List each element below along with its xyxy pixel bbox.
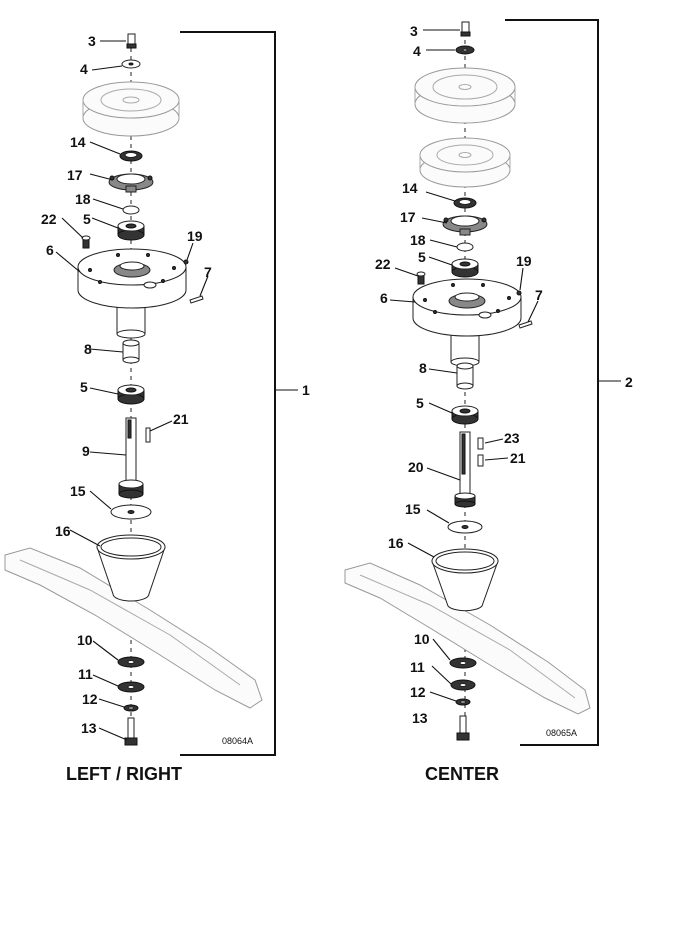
- left-callout: 6: [46, 242, 54, 258]
- left-hub-plate: [108, 173, 154, 193]
- center-drawing-code: 08065A: [546, 728, 577, 738]
- left-caption: LEFT / RIGHT: [66, 764, 182, 784]
- left-callout: 11: [78, 666, 93, 682]
- center-bearing-upper: [451, 258, 479, 278]
- left-spacer-18: [122, 205, 140, 215]
- left-callout: 9: [82, 443, 90, 459]
- center-grease-fitting: [416, 271, 426, 285]
- left-blade-cup: [96, 534, 166, 602]
- center-callout: 10: [414, 631, 430, 647]
- left-bearing-upper: [117, 220, 145, 241]
- center-pin-7: [518, 320, 533, 329]
- center-callout: 18: [410, 232, 426, 248]
- left-callout: 8: [84, 341, 92, 357]
- center-pulley-lower: [419, 137, 511, 188]
- center-bolt-top: [460, 21, 471, 37]
- center-spacer-tube: [456, 362, 474, 390]
- left-callout: 18: [75, 191, 91, 207]
- left-assembly-number: 1: [302, 382, 310, 398]
- left-callout: 4: [80, 61, 88, 77]
- center-callout: 4: [413, 43, 421, 59]
- left-assembly-bracket: [180, 31, 276, 756]
- left-callout: 3: [88, 33, 96, 49]
- center-assembly-number: 2: [625, 374, 633, 390]
- left-callout: 22: [41, 211, 57, 227]
- center-callout: 7: [535, 287, 543, 303]
- center-callout: 23: [504, 430, 520, 446]
- left-spacer-tube: [122, 339, 140, 364]
- left-callout: 12: [82, 691, 98, 707]
- center-spindle-housing: [412, 278, 522, 367]
- left-pulley: [82, 81, 180, 137]
- left-callout: 13: [81, 720, 97, 736]
- center-assembly-bracket: [505, 19, 599, 746]
- center-blade-cup: [431, 548, 499, 612]
- left-callout: 16: [55, 523, 71, 539]
- center-assembly: 2: [344, 19, 633, 784]
- left-bearing-lower: [117, 384, 145, 405]
- left-callout: 21: [173, 411, 189, 427]
- left-pin-7: [189, 295, 204, 304]
- center-pulley-upper: [414, 67, 516, 124]
- center-callout: 13: [412, 710, 428, 726]
- left-blade: [4, 547, 263, 709]
- left-callout: 17: [67, 167, 83, 183]
- center-callout: 5: [418, 249, 426, 265]
- left-spindle-shaft: [118, 417, 144, 499]
- left-callout: 7: [204, 264, 212, 280]
- left-callout: 15: [70, 483, 86, 499]
- left-callout: 19: [187, 228, 203, 244]
- center-callout: 20: [408, 459, 424, 475]
- center-callout: 21: [510, 450, 526, 466]
- left-drawing-code: 08064A: [222, 736, 253, 746]
- left-spindle-housing: [77, 248, 187, 339]
- center-spacer-18: [456, 242, 474, 252]
- center-callout: 8: [419, 360, 427, 376]
- left-callout: 5: [80, 379, 88, 395]
- center-caption: CENTER: [425, 764, 499, 784]
- center-callout: 15: [405, 501, 421, 517]
- left-right-assembly: 1: [4, 31, 310, 784]
- center-blade: [344, 562, 591, 715]
- center-callout: 3: [410, 23, 418, 39]
- center-key-23: [477, 437, 484, 450]
- left-callout: 10: [77, 632, 93, 648]
- center-callout: 19: [516, 253, 532, 269]
- left-key-21: [145, 427, 151, 443]
- center-hub-plate: [442, 215, 488, 236]
- center-callout: 5: [416, 395, 424, 411]
- center-spindle-shaft: [454, 431, 476, 508]
- center-callout: 16: [388, 535, 404, 551]
- center-bearing-lower: [451, 405, 479, 425]
- left-callout: 14: [70, 134, 86, 150]
- center-callout: 6: [380, 290, 388, 306]
- center-bolt-13: [456, 715, 470, 741]
- center-callout: 22: [375, 256, 391, 272]
- left-rivet-19: [183, 259, 189, 265]
- center-callout: 11: [410, 659, 425, 675]
- center-key-21: [477, 454, 484, 467]
- center-callout: 17: [400, 209, 416, 225]
- center-callout: 12: [410, 684, 426, 700]
- left-grease-fitting: [81, 235, 91, 249]
- left-callout: 5: [83, 211, 91, 227]
- left-bolt-top: [126, 33, 137, 49]
- left-bolt-13: [124, 717, 138, 746]
- center-callout: 14: [402, 180, 418, 196]
- center-rivet-19: [516, 290, 522, 296]
